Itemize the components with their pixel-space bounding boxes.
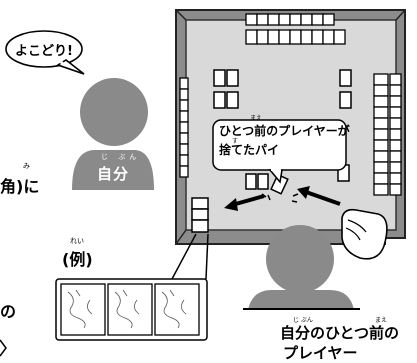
mahjong-tile	[179, 154, 189, 167]
mahjong-tile	[373, 150, 389, 163]
previous-player-figure	[243, 225, 360, 310]
mahjong-tile	[373, 172, 389, 185]
left-text-fragment-upper: 角)に	[0, 177, 40, 196]
example-ruby: れい	[70, 237, 84, 245]
mahjong-tile	[256, 13, 269, 26]
mahjong-tile	[373, 161, 389, 174]
mahjong-tile	[373, 106, 389, 119]
example-tiles-box	[55, 278, 208, 341]
mahjong-tile	[333, 29, 346, 45]
mahjong-tile	[373, 73, 389, 86]
callout-text: ひとつ前のプレイヤーが 捨てたパイ	[213, 120, 350, 170]
take-arrow-right	[297, 186, 341, 206]
left-text-fragment-lower: の	[0, 302, 17, 321]
callout-line-2: 捨てたパイ	[219, 143, 280, 157]
callout-box	[212, 119, 347, 184]
right-tile-wall-outer	[389, 73, 402, 196]
mahjong-tile	[389, 73, 402, 86]
right-tile-wall-inner	[373, 73, 389, 196]
mahjong-tile	[389, 106, 402, 119]
mahjong-tile	[300, 29, 313, 45]
mahjong-tile	[278, 29, 291, 45]
mahjong-tile	[289, 29, 302, 45]
previous-player-label-line-2: プレイヤー	[283, 344, 358, 362]
mahjong-tile	[245, 13, 258, 26]
mahjong-tile	[311, 13, 324, 26]
callout-ruby-mae: まえ	[250, 115, 263, 122]
left-tile-wall	[179, 77, 189, 178]
mahjong-tile	[373, 128, 389, 141]
mahjong-tile	[373, 183, 389, 196]
speech-bubble-text: よこどり!	[15, 43, 73, 59]
mahjong-tile	[179, 88, 189, 101]
mahjong-tile	[256, 29, 269, 45]
take-arrow-left	[224, 194, 265, 211]
mahjong-tile	[389, 161, 402, 174]
mahjong-tile	[179, 165, 189, 178]
mahjong-tile	[267, 13, 280, 26]
example-label: (例)	[62, 250, 93, 269]
mahjong-tile	[373, 117, 389, 130]
mahjong-tile	[300, 13, 313, 26]
claimed-meld-tiles	[191, 197, 209, 233]
callout-line-1: ひとつ前のプレイヤーが	[219, 124, 350, 138]
mahjong-tile	[389, 172, 402, 185]
mahjong-tile	[389, 84, 402, 97]
mahjong-tile	[179, 77, 189, 90]
mahjong-tile	[389, 139, 402, 152]
mahjong-tile	[389, 150, 402, 163]
previous-player-ruby-jibun: じ ぶん	[293, 317, 313, 324]
left-fragment-ruby: み	[23, 162, 30, 170]
callout-ruby-su: す	[232, 138, 239, 145]
speech-bubble	[5, 30, 85, 75]
previous-player-ruby-mae: まえ	[375, 317, 388, 324]
example-connector	[171, 233, 209, 280]
mahjong-tile	[373, 84, 389, 97]
mahjong-tile	[311, 29, 324, 45]
mahjong-tile	[179, 121, 189, 134]
mahjong-tile	[322, 29, 335, 45]
discard-tiles	[213, 69, 352, 190]
mahjong-tile	[373, 95, 389, 108]
mahjong-tile	[389, 95, 402, 108]
self-ruby: じ ぶん	[101, 153, 141, 161]
hand-icon	[341, 208, 388, 260]
mahjong-tile	[389, 183, 402, 196]
mahjong-tile	[278, 13, 291, 26]
mahjong-tile	[267, 29, 280, 45]
mahjong-tile	[389, 128, 402, 141]
previous-player-label-line-1: 自分のひとつ前の	[280, 324, 399, 342]
mahjong-tile	[245, 29, 258, 45]
mahjong-tile	[289, 13, 302, 26]
top-tile-wall-lower	[245, 29, 346, 45]
self-figure	[72, 78, 154, 190]
mahjong-tile	[373, 139, 389, 152]
mahjong-tile	[179, 143, 189, 156]
self-label: 自分	[97, 165, 130, 183]
mahjong-tile	[389, 117, 402, 130]
top-tile-wall-upper	[245, 13, 335, 26]
mahjong-tile	[179, 132, 189, 145]
mahjong-tile	[179, 110, 189, 123]
mahjong-tile	[179, 99, 189, 112]
discarded-tile	[261, 173, 299, 203]
mahjong-tile	[322, 13, 335, 26]
